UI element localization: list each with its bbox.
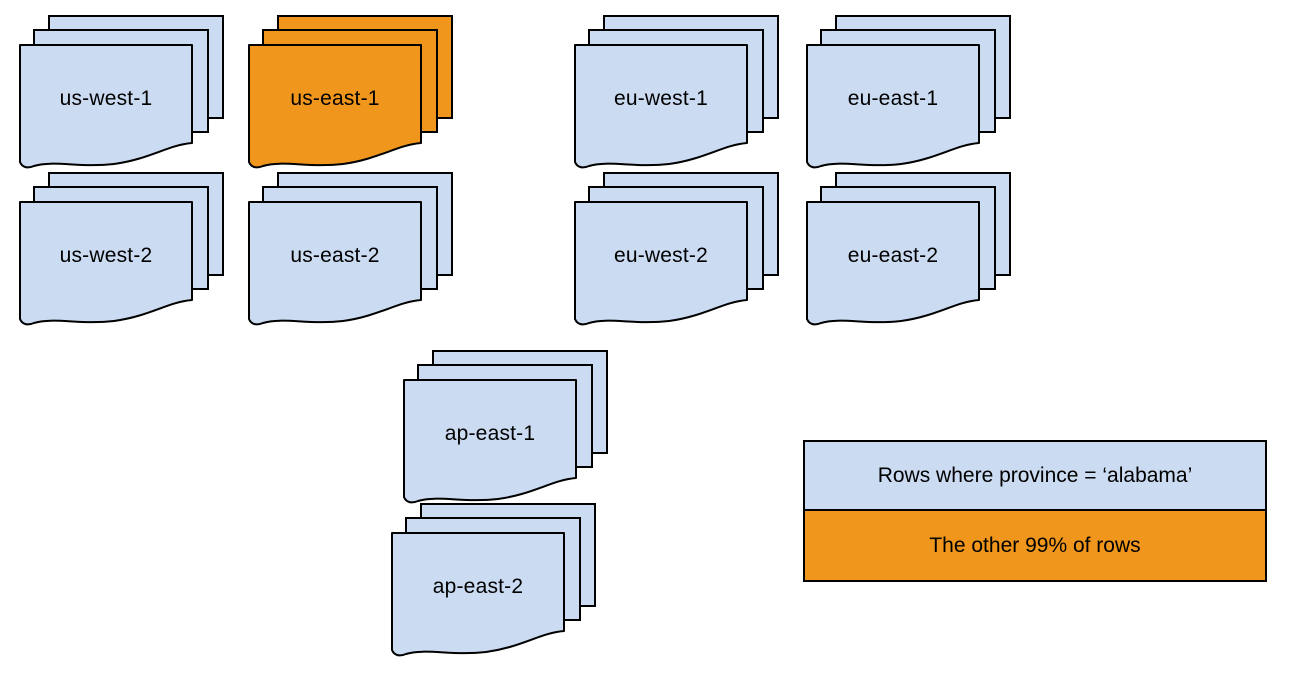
document-shape (574, 44, 748, 169)
legend-item-label: The other 99% of rows (929, 533, 1141, 557)
document-stack-eu-west-2: eu-west-2 (573, 172, 779, 328)
document-shape (806, 44, 980, 169)
document-stack-eu-east-2: eu-east-2 (805, 172, 1011, 328)
document-shape (403, 379, 577, 504)
document-shape (574, 201, 748, 326)
legend-item-alabama-rows: Rows where province = ‘alabama’ (805, 442, 1265, 511)
document-stack-us-west-2: us-west-2 (18, 172, 224, 328)
document-stack-ap-east-1: ap-east-1 (402, 350, 608, 506)
document-shape (19, 201, 193, 326)
document-shape (806, 201, 980, 326)
legend: Rows where province = ‘alabama’ The othe… (803, 440, 1267, 582)
document-stack-us-east-1: us-east-1 (247, 15, 453, 171)
document-stack-eu-east-1: eu-east-1 (805, 15, 1011, 171)
document-shape (248, 44, 422, 169)
legend-item-other-rows: The other 99% of rows (805, 511, 1265, 580)
legend-item-label: Rows where province = ‘alabama’ (877, 463, 1193, 487)
document-stack-eu-west-1: eu-west-1 (573, 15, 779, 171)
document-stack-ap-east-2: ap-east-2 (390, 503, 596, 659)
document-stack-us-east-2: us-east-2 (247, 172, 453, 328)
document-shape (19, 44, 193, 169)
document-shape (248, 201, 422, 326)
document-stack-us-west-1: us-west-1 (18, 15, 224, 171)
document-shape (391, 532, 565, 657)
